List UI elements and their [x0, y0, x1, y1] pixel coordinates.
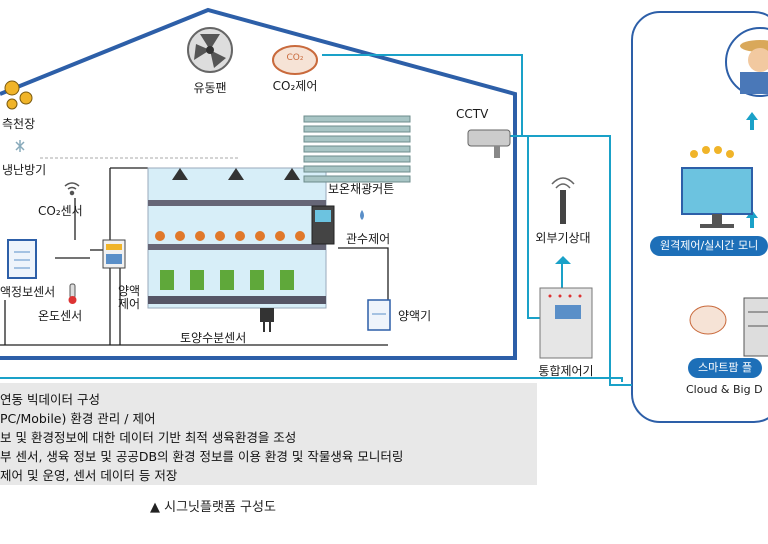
feature-item: 보 및 환경정보에 대한 데이터 기반 최적 생육환경을 조성 [0, 430, 297, 445]
insulation-curtain-label: 보온채광커튼 [328, 182, 395, 196]
integrated-controller-icon [539, 287, 593, 359]
feature-list: 연동 빅데이터 구성 PC/Mobile) 환경 관리 / 제어 보 및 환경정… [0, 383, 537, 485]
co2-sensor-wifi-icon [64, 182, 80, 196]
cctv-label: CCTV [456, 107, 489, 121]
server-icon [743, 297, 768, 357]
weather-station-icon [551, 177, 575, 264]
growing-rack [147, 167, 327, 309]
gear-icon [4, 80, 33, 110]
fan-label: 유동팬 [193, 81, 227, 95]
smartfarm-platform-pill: 스마트팜 플 [688, 358, 763, 378]
nutrient-sensor-label: 액정보센서 [0, 285, 56, 299]
feature-item: 제어 및 운영, 센서 데이터 등 저장 [0, 468, 178, 483]
soil-sensor-label: 토양수분센서 [180, 331, 247, 345]
co2-sensor-label: CO₂센서 [38, 204, 83, 218]
water-drop-icon [360, 210, 364, 220]
nutrient-control-label: 양액 제어 [118, 284, 141, 312]
integrated-controller-label: 통합제어기 [538, 364, 594, 378]
figure-caption: ▲ 시그닛플랫폼 구성도 [150, 500, 276, 515]
heater-label: 냉난방기 [2, 163, 47, 177]
feature-item: 연동 빅데이터 구성 [0, 392, 100, 407]
nutrient-tank-label: 양액기 [398, 309, 432, 323]
feature-item: PC/Mobile) 환경 관리 / 제어 [0, 411, 156, 426]
co2-badge: CO₂ [286, 53, 304, 63]
weather-station-label: 외부기상대 [535, 231, 591, 245]
nutrient-sensor-icon [7, 239, 37, 279]
feature-item: 부 센서, 생육 정보 및 공공DB의 환경 정보를 이용 환경 및 작물생육 … [0, 449, 404, 464]
cctv-camera-icon [467, 129, 511, 158]
insulation-curtain [303, 115, 411, 183]
thermometer-icon [68, 283, 77, 304]
soil-sensor-icon [260, 308, 274, 332]
remote-monitor-pill: 원격제어/실시간 모니 [650, 236, 768, 256]
irrigation-control-box [311, 205, 335, 245]
temp-sensor-label: 온도센서 [38, 309, 83, 323]
farmer-avatar [725, 27, 768, 97]
nutrient-control-unit [102, 239, 126, 269]
side-ceiling-label: 측천장 [2, 117, 36, 131]
irrigation-label: 관수제어 [346, 232, 391, 246]
monitor-icon [681, 146, 753, 228]
greenhouse-outline [0, 7, 517, 360]
co2-control-label: CO₂제어 [272, 79, 318, 93]
connectors [0, 54, 632, 386]
fan-icon [187, 27, 233, 73]
nutrient-tank-icon [367, 299, 391, 331]
snowflake-icon [15, 140, 25, 152]
cloud-bigdata-label: Cloud & Big D [686, 383, 763, 396]
co2-cloud-icon [272, 45, 318, 75]
hand-icon [689, 305, 727, 335]
platform-panel [631, 11, 768, 423]
